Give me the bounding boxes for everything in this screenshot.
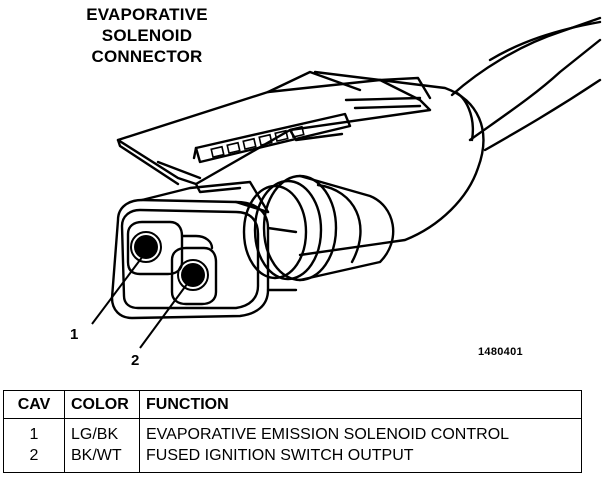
figure-id: 1480401 <box>478 346 523 358</box>
cell-cav: 1 <box>3 418 65 445</box>
cell-color: LG/BK <box>64 418 140 445</box>
table-header-row: CAV COLOR FUNCTION <box>3 390 582 419</box>
connector-front-body <box>110 180 298 320</box>
title-line-1: EVAPORATIVE <box>86 5 208 24</box>
header-cav: CAV <box>3 390 65 419</box>
locking-latch <box>116 70 432 194</box>
pin-1-leader-line <box>91 251 147 325</box>
cell-cav: 2 <box>3 445 65 473</box>
header-function: FUNCTION <box>139 390 582 419</box>
pin-2-label: 2 <box>131 352 140 369</box>
table-row: 1 LG/BK EVAPORATIVE EMISSION SOLENOID CO… <box>3 418 582 445</box>
pin-1-label: 1 <box>70 326 79 343</box>
terminal-pin-2 <box>177 259 209 291</box>
title-line-3: CONNECTOR <box>91 47 203 66</box>
cavity-pockets <box>126 220 218 306</box>
terminal-pin-1 <box>130 231 162 263</box>
pin-2-leader-line <box>139 279 191 349</box>
connector-title: EVAPORATIVE SOLENOID CONNECTOR <box>62 4 232 67</box>
connector-collar <box>242 174 395 282</box>
title-line-2: SOLENOID <box>101 26 193 45</box>
wire-harness <box>450 16 602 152</box>
cell-color: BK/WT <box>64 445 140 473</box>
latch-window-slots <box>210 125 305 158</box>
header-color: COLOR <box>64 390 140 419</box>
cell-function: FUSED IGNITION SWITCH OUTPUT <box>139 445 582 473</box>
connector-rear-housing <box>298 70 485 257</box>
cell-function: EVAPORATIVE EMISSION SOLENOID CONTROL <box>139 418 582 445</box>
connector-pinout-table: CAV COLOR FUNCTION 1 LG/BK EVAPORATIVE E… <box>3 390 582 473</box>
table-row: 2 BK/WT FUSED IGNITION SWITCH OUTPUT <box>3 445 582 473</box>
